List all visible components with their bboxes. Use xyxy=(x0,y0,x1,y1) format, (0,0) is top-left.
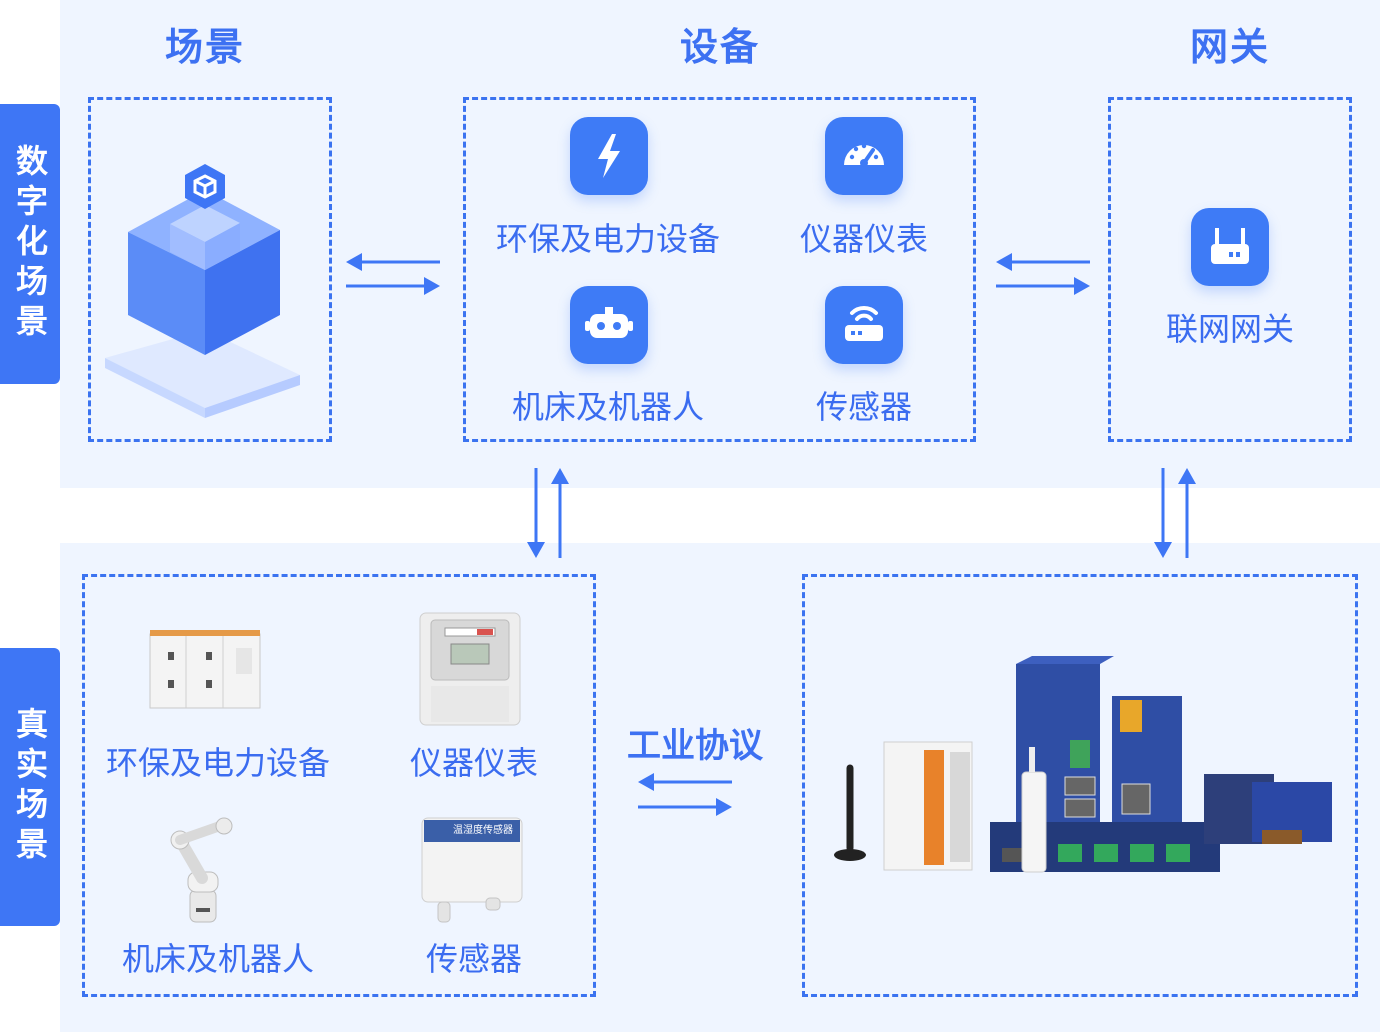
scene-box xyxy=(88,97,332,442)
devices-column-title: 设备 xyxy=(679,25,760,69)
device-label-power: 环保及电力设备 xyxy=(495,220,720,258)
gauge-icon xyxy=(825,117,903,195)
router-icon xyxy=(1191,208,1269,286)
power-cabinet-image xyxy=(149,630,261,709)
electric-meter-image xyxy=(419,612,521,726)
digital-scene-tab: 数字化场景 xyxy=(0,104,60,384)
real-label-power: 环保及电力设备 xyxy=(105,744,330,782)
gateway-column-title: 网关 xyxy=(1189,25,1270,69)
device-label-instrument: 仪器仪表 xyxy=(799,220,928,258)
digital-scene-cube-illustration xyxy=(105,164,300,418)
real-label-sensor: 传感器 xyxy=(425,940,522,978)
devices-vertical-arrows xyxy=(527,468,569,558)
real-label-robot: 机床及机器人 xyxy=(121,940,314,978)
gateway-vertical-arrows xyxy=(1154,468,1196,558)
devices-box xyxy=(463,97,976,442)
digital-scene-tab-label: 数字化场景 xyxy=(11,144,49,344)
sensor-router-icon xyxy=(825,286,903,364)
temperature-humidity-sensor-image xyxy=(421,817,523,923)
device-gateway-arrows xyxy=(996,253,1090,295)
sensor-display-text: 温湿度传感器 xyxy=(453,825,513,836)
real-scene-tab-label: 真实场景 xyxy=(11,707,49,867)
gateway-box xyxy=(1108,97,1352,442)
real-label-instrument: 仪器仪表 xyxy=(409,744,538,782)
robot-arm-image xyxy=(170,817,233,923)
device-label-sensor: 传感器 xyxy=(815,388,912,426)
industrial-protocol-label: 工业协议 xyxy=(627,726,763,766)
lightning-icon xyxy=(570,117,648,195)
scene-device-arrows xyxy=(346,253,440,295)
gateway-label: 联网网关 xyxy=(1165,310,1294,348)
device-label-robot: 机床及机器人 xyxy=(511,388,704,426)
real-gateway-box xyxy=(802,574,1358,997)
real-scene-tab: 真实场景 xyxy=(0,648,60,926)
real-devices-box xyxy=(82,574,596,997)
robot-icon xyxy=(570,286,648,364)
protocol-arrows xyxy=(638,773,732,816)
scene-column-title: 场景 xyxy=(164,25,245,69)
industrial-gateways-image xyxy=(834,656,1332,873)
